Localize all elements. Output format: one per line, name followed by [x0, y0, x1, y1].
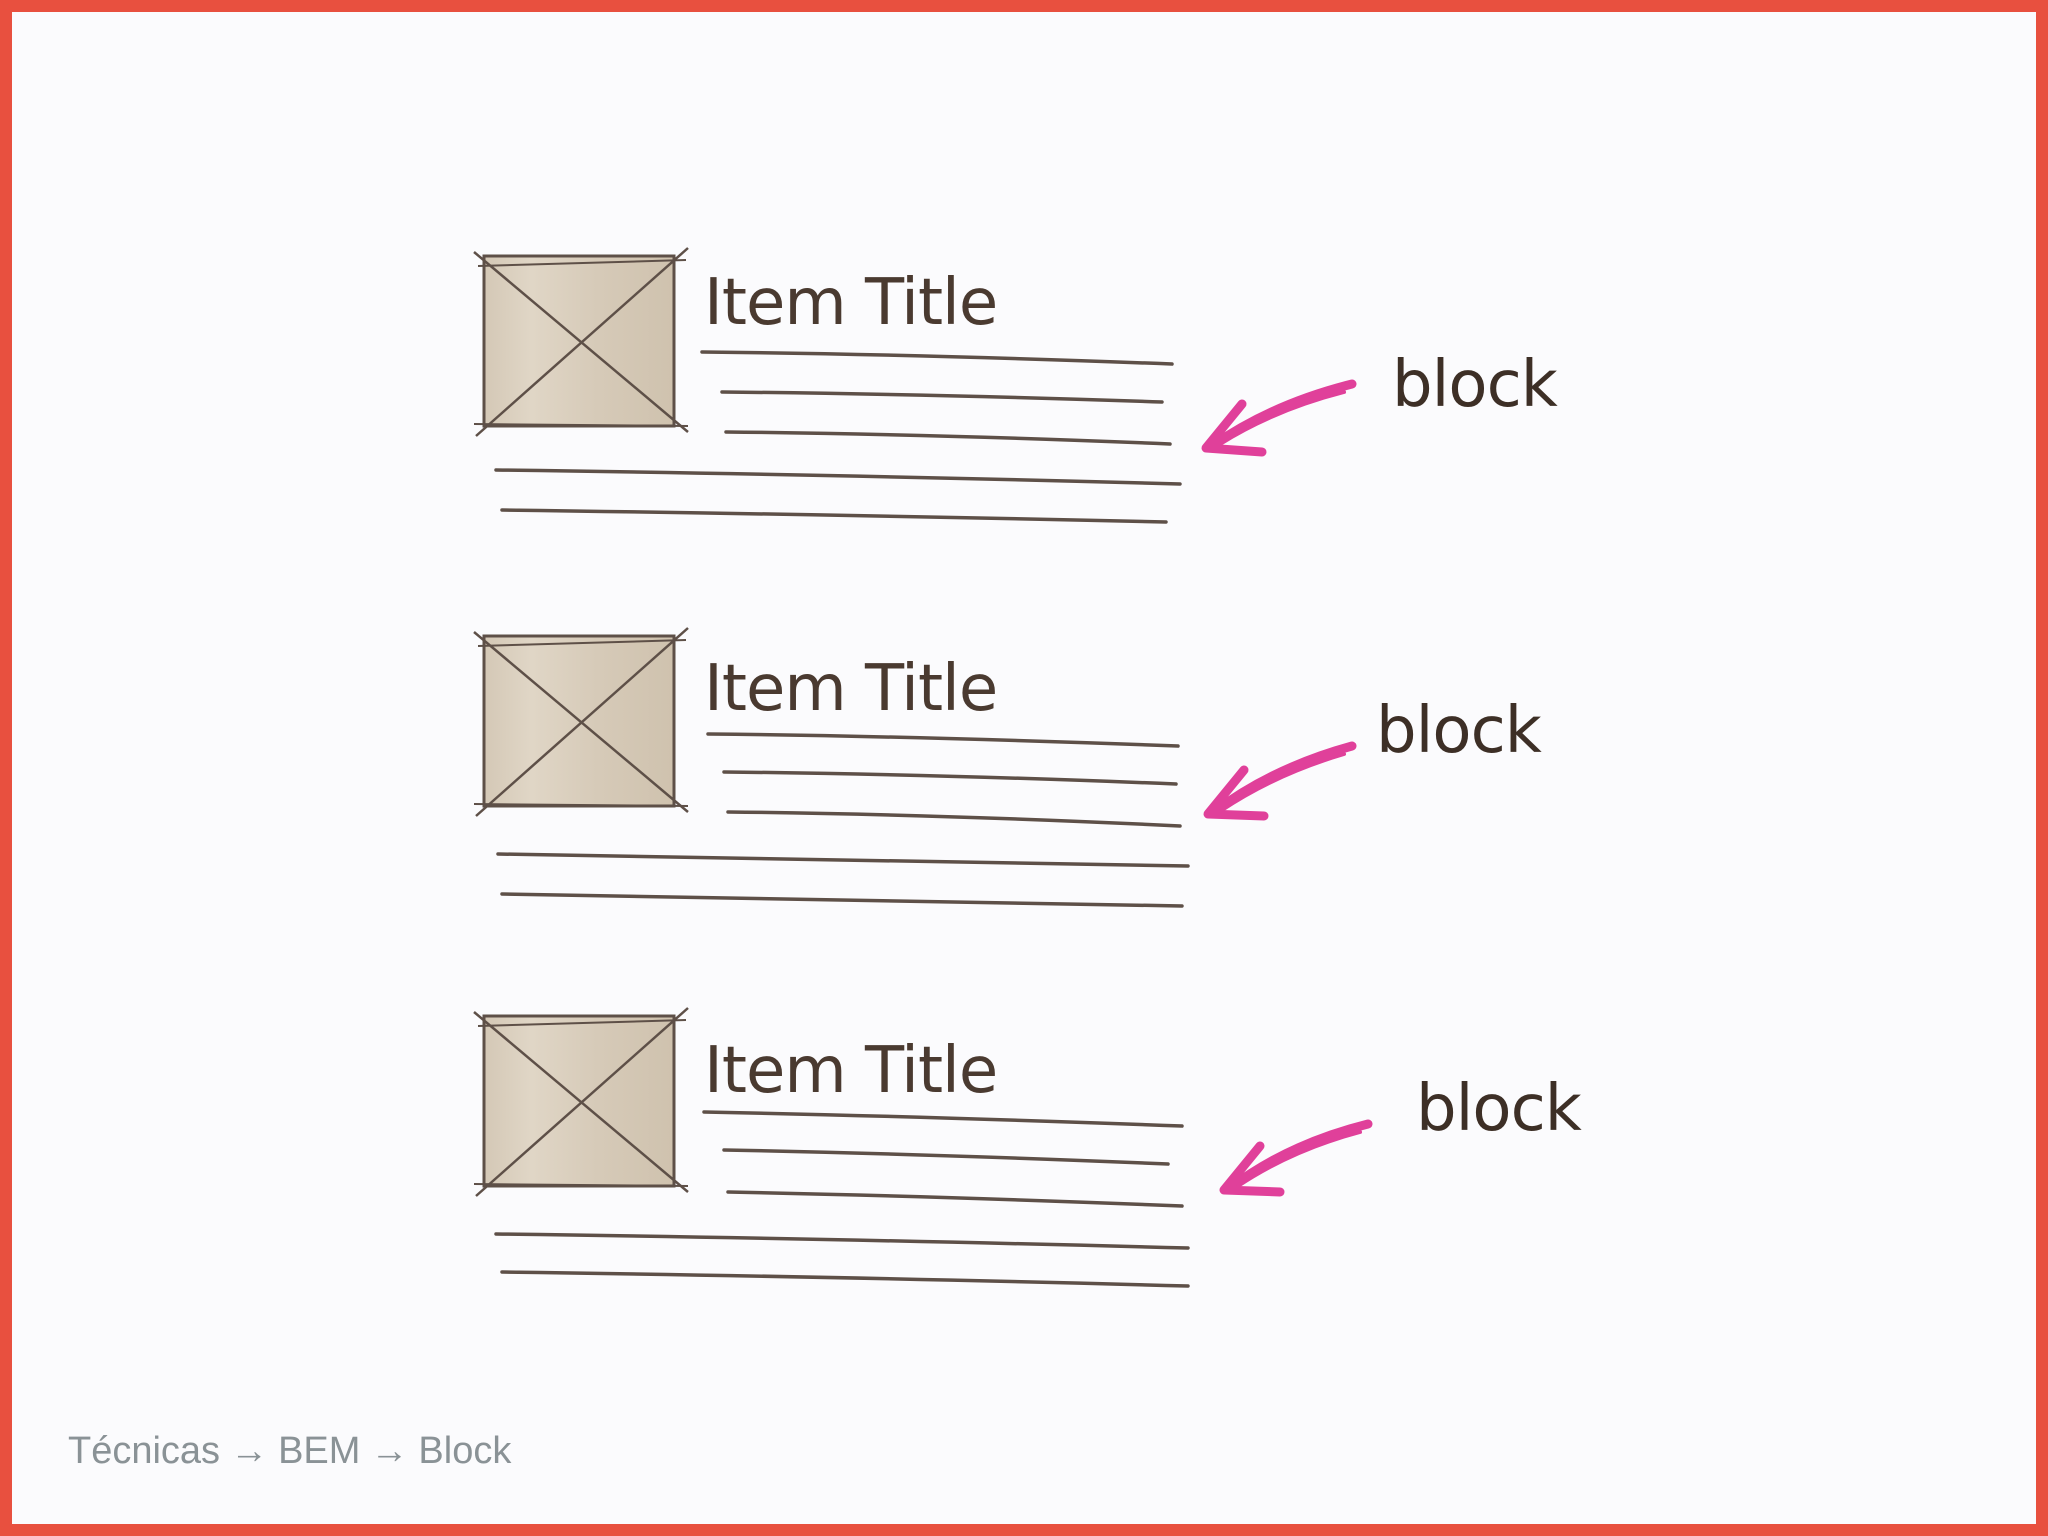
- item-title: Item Title: [704, 266, 997, 340]
- list-item: Item Title block: [473, 247, 1559, 524]
- pointer-arrow-icon: [1201, 379, 1357, 457]
- text-lines: [494, 350, 1182, 524]
- text-lines: [494, 1110, 1190, 1288]
- breadcrumb-separator: →: [370, 1430, 409, 1472]
- slide: Item Title block: [12, 12, 2036, 1524]
- breadcrumb: Técnicas→BEM→Block: [68, 1430, 511, 1473]
- pointer-arrow-icon: [1219, 1119, 1373, 1197]
- breadcrumb-item: BEM: [278, 1430, 361, 1472]
- breadcrumb-item: Técnicas: [68, 1430, 221, 1472]
- text-lines: [496, 732, 1190, 908]
- list-item: Item Title block: [473, 1007, 1583, 1288]
- pointer-arrow-icon: [1203, 741, 1357, 821]
- block-label: block: [1416, 1072, 1582, 1146]
- block-label: block: [1376, 694, 1542, 768]
- item-title: Item Title: [704, 652, 997, 726]
- thumbnail-placeholder-icon: [473, 627, 689, 817]
- list-item: Item Title block: [473, 627, 1543, 908]
- thumbnail-placeholder-icon: [473, 1007, 689, 1197]
- item-title: Item Title: [704, 1034, 997, 1108]
- block-label: block: [1392, 348, 1558, 422]
- breadcrumb-separator: →: [230, 1430, 269, 1472]
- breadcrumb-item: Block: [418, 1430, 512, 1472]
- block-diagram: Item Title block: [473, 247, 1583, 1288]
- thumbnail-placeholder-icon: [473, 247, 689, 437]
